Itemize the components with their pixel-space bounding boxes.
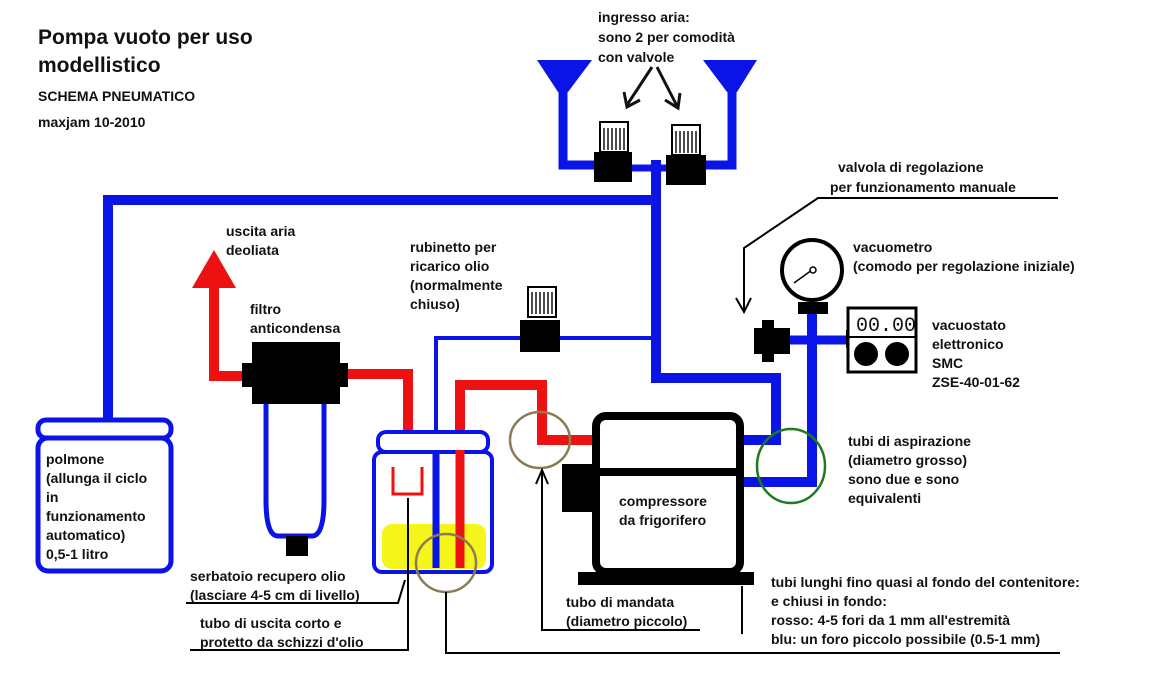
svg-text:ZSE-40-01-62: ZSE-40-01-62	[932, 374, 1020, 390]
intake-line-left	[558, 80, 605, 170]
svg-text:0,5-1 litro: 0,5-1 litro	[46, 546, 108, 562]
svg-text:valvola di regolazione: valvola di regolazione	[838, 159, 984, 175]
vacuum-lines	[103, 80, 855, 570]
label-filtro: filtro anticondensa	[250, 301, 340, 336]
svg-text:tubo di uscita corto e: tubo di uscita corto e	[200, 615, 342, 631]
intake-valve-right	[666, 124, 706, 185]
label-rubinetto: rubinetto per ricarico olio (normalmente…	[410, 239, 503, 312]
svg-text:funzionamento: funzionamento	[46, 508, 146, 524]
label-polmone: polmone (allunga il ciclo in funzionamen…	[46, 451, 147, 562]
svg-text:deoliata: deoliata	[226, 242, 279, 258]
label-tubi-aspirazione: tubi di aspirazione (diametro grosso) so…	[848, 433, 971, 506]
pressure-line-outlet	[209, 280, 250, 381]
regulating-valve	[754, 320, 790, 362]
svg-text:tubi di aspirazione: tubi di aspirazione	[848, 433, 971, 449]
svg-text:(comodo per regolazione inizia: (comodo per regolazione iniziale)	[853, 258, 1075, 274]
label-tubo-mandata: tubo di mandata (diametro piccolo)	[566, 594, 687, 629]
svg-text:sono due e sono: sono due e sono	[848, 471, 959, 487]
intake-label-arrows	[622, 66, 682, 111]
svg-text:(normalmente: (normalmente	[410, 277, 503, 293]
label-uscita-aria: uscita aria deoliata	[226, 223, 295, 258]
svg-text:SMC: SMC	[932, 355, 963, 371]
leader-lines	[186, 197, 1060, 654]
intake-line-right	[700, 80, 737, 170]
svg-text:(lasciare 4-5 cm di livello): (lasciare 4-5 cm di livello)	[190, 587, 360, 603]
vacuostato-device: 00.00	[846, 306, 918, 374]
svg-text:tubo di mandata: tubo di mandata	[566, 594, 674, 610]
svg-text:da frigorifero: da frigorifero	[619, 512, 706, 528]
svg-text:(diametro piccolo): (diametro piccolo)	[566, 613, 687, 629]
label-tubi-lunghi: tubi lunghi fino quasi al fondo del cont…	[771, 574, 1080, 647]
intake-valve-left	[594, 121, 632, 182]
svg-text:anticondensa: anticondensa	[250, 320, 340, 336]
svg-text:(allunga il ciclo: (allunga il ciclo	[46, 470, 147, 486]
title-line-2: modellistico	[38, 54, 161, 77]
vacuostato-display: 00.00	[856, 315, 916, 338]
label-vacuostato: vacuostato elettronico SMC ZSE-40-01-62	[932, 317, 1020, 390]
oil-refill-valve	[520, 286, 560, 352]
svg-text:sono 2 per comodità: sono 2 per comodità	[598, 29, 735, 45]
polmone-reservoir	[35, 417, 174, 574]
label-valvola-regolazione: valvola di regolazione per funzionamento…	[830, 159, 1016, 195]
vacuostato-button-right	[885, 342, 909, 366]
svg-text:protetto da schizzi d'olio: protetto da schizzi d'olio	[200, 634, 364, 650]
filter-anticondensa	[242, 342, 348, 556]
svg-text:blu: un foro piccolo possibile: blu: un foro piccolo possibile (0.5-1 mm…	[771, 631, 1040, 647]
svg-text:serbatoio recupero olio: serbatoio recupero olio	[190, 568, 346, 584]
svg-text:equivalenti: equivalenti	[848, 490, 921, 506]
vacuostato-button-left	[854, 342, 878, 366]
outlet-arrow-icon	[192, 250, 236, 288]
svg-text:chiuso): chiuso)	[410, 296, 460, 312]
svg-text:automatico): automatico)	[46, 527, 125, 543]
svg-text:per funzionamento manuale: per funzionamento manuale	[830, 179, 1016, 195]
svg-text:rubinetto per: rubinetto per	[410, 239, 497, 255]
title-line-1: Pompa vuoto per uso	[38, 26, 253, 49]
highlight-circle-aspirazione	[755, 427, 827, 505]
svg-text:uscita aria: uscita aria	[226, 223, 295, 239]
svg-text:filtro: filtro	[250, 301, 281, 317]
label-tubo-uscita: tubo di uscita corto e protetto da schiz…	[200, 615, 364, 650]
vacuum-line-trunk	[651, 160, 781, 445]
author: maxjam 10-2010	[38, 114, 146, 130]
label-vacuometro: vacuometro (comodo per regolazione inizi…	[853, 239, 1075, 274]
svg-text:elettronico: elettronico	[932, 336, 1004, 352]
label-compressore: compressore da frigorifero	[619, 493, 707, 528]
vacuum-line-main	[103, 195, 661, 425]
label-serbatoio: serbatoio recupero olio (lasciare 4-5 cm…	[190, 568, 360, 603]
vacuum-line-gauge	[737, 305, 817, 487]
subtitle: SCHEMA PNEUMATICO	[38, 88, 195, 104]
svg-text:ricarico olio: ricarico olio	[410, 258, 489, 274]
intake-funnel-right-icon	[703, 60, 757, 92]
svg-text:polmone: polmone	[46, 451, 105, 467]
vacuum-gauge-icon	[780, 238, 844, 314]
svg-text:compressore: compressore	[619, 493, 707, 509]
intake-funnel-left-icon	[537, 60, 592, 92]
svg-text:vacuostato: vacuostato	[932, 317, 1006, 333]
svg-text:in: in	[46, 489, 58, 505]
svg-text:con valvole: con valvole	[598, 49, 674, 65]
svg-text:e chiusi in fondo:: e chiusi in fondo:	[771, 593, 887, 609]
svg-text:(diametro grosso): (diametro grosso)	[848, 452, 967, 468]
compressor	[562, 412, 754, 585]
svg-text:rosso: 4-5 fori da 1 mm all'es: rosso: 4-5 fori da 1 mm all'estremità	[771, 612, 1010, 628]
svg-text:tubi lunghi fino quasi al fond: tubi lunghi fino quasi al fondo del cont…	[771, 574, 1080, 590]
svg-text:vacuometro: vacuometro	[853, 239, 932, 255]
highlight-circle-mandata	[508, 410, 572, 470]
svg-text:ingresso aria:: ingresso aria:	[598, 9, 690, 25]
label-ingresso-aria: ingresso aria: sono 2 per comodità con v…	[598, 9, 735, 65]
